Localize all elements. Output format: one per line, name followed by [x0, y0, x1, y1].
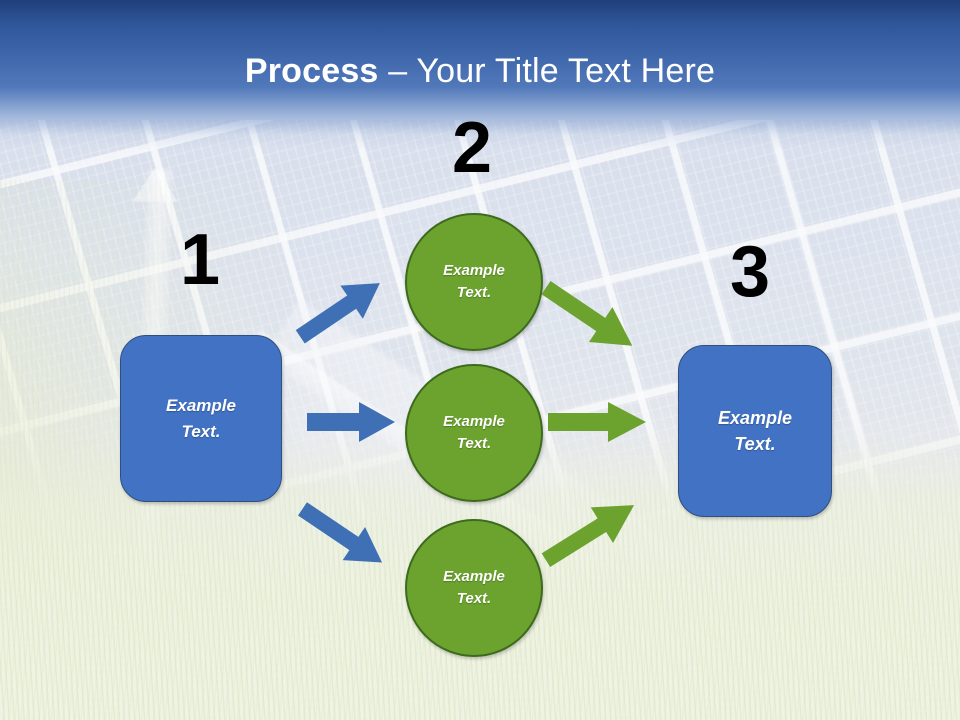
page-title-bold: Process [244, 52, 379, 90]
process-box-left-label: Example Text. [166, 395, 236, 441]
process-box-right[interactable]: Example Text. [678, 345, 832, 517]
green-arrow-up-icon [541, 495, 655, 575]
step-number-2: 2 [451, 108, 493, 188]
page-title: Process – Your Title Text Here [0, 50, 960, 92]
process-circle-middle[interactable]: Example Text. [405, 364, 543, 502]
process-circle-bottom-label: Example Text. [443, 568, 505, 607]
title-banner [0, 0, 960, 150]
process-box-left[interactable]: Example Text. [120, 335, 282, 502]
process-box-right-label: Example Text. [717, 408, 793, 454]
step-number-1: 1 [179, 220, 221, 300]
process-circle-bottom[interactable]: Example Text. [405, 519, 543, 657]
green-arrow-straight-icon [548, 400, 648, 444]
blue-arrow-straight-icon [307, 400, 397, 444]
blue-arrow-down-icon [298, 502, 400, 577]
step-number-3: 3 [729, 232, 771, 312]
process-circle-top[interactable]: Example Text. [405, 213, 543, 351]
blue-arrow-up-icon [295, 272, 400, 344]
process-circle-middle-label: Example Text. [443, 413, 505, 452]
process-circle-top-label: Example Text. [443, 262, 505, 301]
green-arrow-down-icon [541, 281, 655, 363]
page-title-light: – Your Title Text Here [378, 52, 716, 90]
